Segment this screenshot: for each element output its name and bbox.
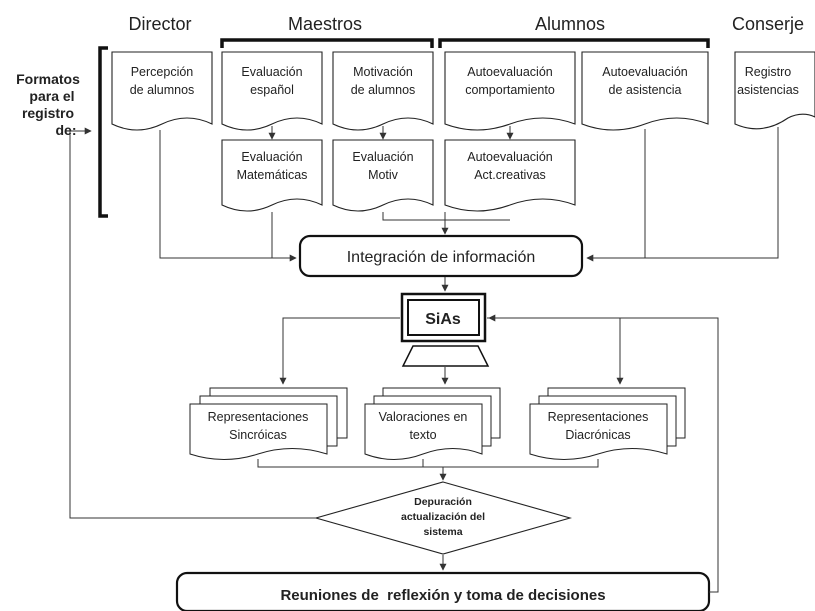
sias-label: SiAs bbox=[425, 311, 461, 328]
connectors-to-integration bbox=[159, 127, 779, 262]
doc-evaluacion-motiv: Evaluación Motiv bbox=[332, 139, 434, 212]
formatos-label: Formatos para el registro de: bbox=[16, 71, 80, 138]
stack-representaciones-sincronicas: Representaciones Sincróicas bbox=[189, 387, 348, 460]
sincronicas-line-1: Representaciones bbox=[208, 410, 309, 424]
doc-autoevaluacion-asistencia: Autoevaluación de asistencia bbox=[581, 51, 709, 131]
doc-percepcion-line-1: Percepción bbox=[131, 65, 194, 79]
diacronicas-line-1: Representaciones bbox=[548, 410, 649, 424]
doc-registro-line-2: asistencias bbox=[737, 83, 799, 97]
formatos-line-4: de: bbox=[56, 122, 77, 138]
sincronicas-line-2: Sincróicas bbox=[229, 428, 287, 442]
formatos-line-3: registro bbox=[22, 105, 74, 121]
formatos-bracket bbox=[98, 46, 108, 218]
connectors-to-decision bbox=[257, 459, 599, 481]
feedback-arrow-to-formatos bbox=[69, 127, 316, 519]
doc-motiv-line-1: Evaluación bbox=[352, 150, 413, 164]
doc-percepcion-alumnos: Percepción de alumnos bbox=[111, 51, 213, 131]
doc-motivacion-line-1: Motivación bbox=[353, 65, 413, 79]
decision-line-2: actualización del bbox=[401, 511, 485, 523]
decision-depuracion-diamond: Depuración actualización del sistema bbox=[313, 481, 573, 555]
texto-line-2: texto bbox=[409, 428, 436, 442]
header-director: Director bbox=[128, 14, 191, 34]
diacronicas-line-2: Diacrónicas bbox=[565, 428, 630, 442]
alumnos-brace bbox=[438, 38, 710, 48]
doc-creativas-line-1: Autoevaluación bbox=[467, 150, 553, 164]
doc-motivacion-line-2: de alumnos bbox=[351, 83, 416, 97]
doc-autoevaluacion-comportamiento: Autoevaluación comportamiento bbox=[444, 51, 576, 131]
integration-label: Integración de información bbox=[347, 249, 536, 266]
integration-box: Integración de información bbox=[298, 234, 584, 278]
doc-comportamiento-line-2: comportamiento bbox=[465, 83, 555, 97]
doc-matematicas-line-2: Matemáticas bbox=[237, 168, 308, 182]
formatos-line-2: para el bbox=[29, 88, 74, 104]
sias-computer-icon: SiAs bbox=[400, 292, 490, 367]
doc-evaluacion-espanol: Evaluación español bbox=[221, 51, 323, 131]
stack-valoraciones-texto: Valoraciones en texto bbox=[364, 387, 501, 460]
doc-espanol-line-2: español bbox=[250, 83, 294, 97]
decision-line-3: sistema bbox=[423, 526, 462, 538]
feedback-arrow-to-sias bbox=[488, 314, 719, 593]
doc-comportamiento-line-1: Autoevaluación bbox=[467, 65, 553, 79]
doc-motiv-line-2: Motiv bbox=[368, 168, 399, 182]
doc-creativas-line-2: Act.creativas bbox=[474, 168, 546, 182]
doc-asistencia-line-1: Autoevaluación bbox=[602, 65, 688, 79]
doc-evaluacion-matematicas: Evaluación Matemáticas bbox=[221, 139, 323, 212]
doc-asistencia-line-2: de asistencia bbox=[609, 83, 682, 97]
doc-percepcion-line-2: de alumnos bbox=[130, 83, 195, 97]
stack-representaciones-diacronicas: Representaciones Diacrónicas bbox=[529, 387, 686, 460]
reuniones-label: Reuniones de reflexión y toma de decisio… bbox=[280, 587, 605, 604]
doc-autoevaluacion-creativas: Autoevaluación Act.creativas bbox=[444, 139, 576, 212]
doc-registro-line-1: Registro bbox=[745, 65, 792, 79]
header-maestros: Maestros bbox=[288, 14, 362, 34]
header-alumnos: Alumnos bbox=[535, 14, 605, 34]
decision-line-1: Depuración bbox=[414, 496, 472, 508]
formatos-line-1: Formatos bbox=[16, 71, 80, 87]
doc-motivacion-alumnos: Motivación de alumnos bbox=[332, 51, 434, 131]
doc-matematicas-line-1: Evaluación bbox=[241, 150, 302, 164]
header-conserje: Conserje bbox=[732, 14, 804, 34]
texto-line-1: Valoraciones en bbox=[379, 410, 468, 424]
doc-registro-asistencias: Registro asistencias bbox=[734, 51, 815, 130]
doc-espanol-line-1: Evaluación bbox=[241, 65, 302, 79]
maestros-brace bbox=[220, 38, 434, 48]
reuniones-box: Reuniones de reflexión y toma de decisio… bbox=[175, 571, 711, 611]
